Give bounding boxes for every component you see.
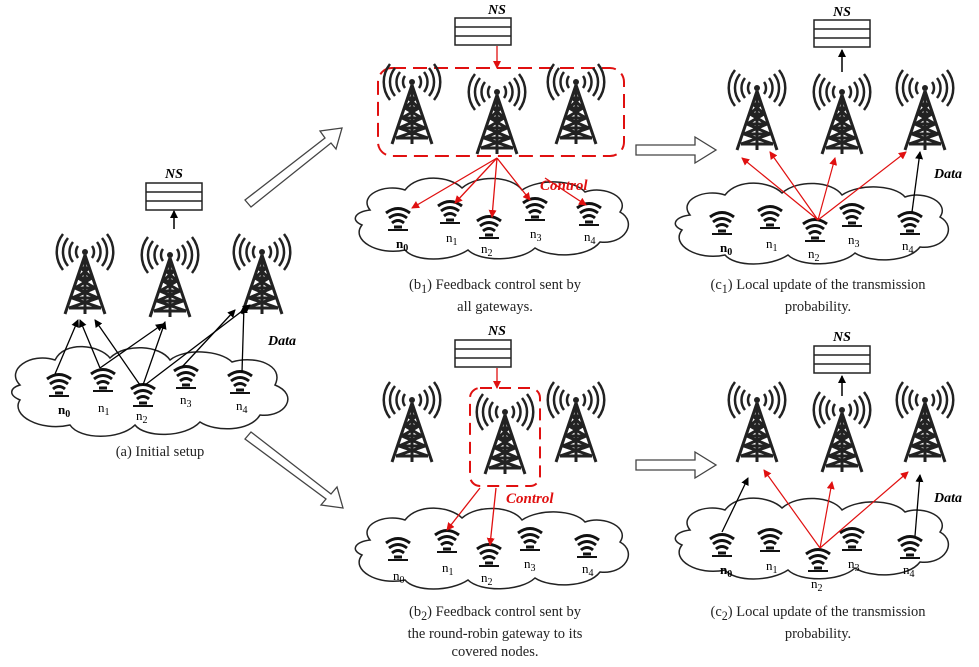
node-label-n1: n1	[442, 560, 454, 578]
control-arrows-b1	[411, 157, 587, 218]
update-arrows-c1	[741, 151, 907, 221]
data-arrows-a	[54, 304, 251, 386]
network-server-icon	[813, 19, 871, 48]
gateway-tower-icon	[475, 392, 535, 476]
data-label: Data	[933, 491, 962, 506]
ns-label: NS	[832, 5, 851, 20]
caption-b1: (b1) Feedback control sent by all gatewa…	[409, 277, 581, 315]
caption-c1: (c1) Local update of the transmission pr…	[710, 277, 926, 315]
node-label-n2: n2	[136, 408, 148, 426]
data-label: Data	[267, 334, 296, 349]
ns-label: NS	[164, 167, 183, 182]
gateway-group-highlight	[469, 387, 541, 487]
node-label-n4: n4	[236, 398, 248, 416]
panel-c1: NS n0 n1 n2 n3 n4 Data	[674, 5, 962, 265]
node-label-n4: n4	[584, 229, 596, 247]
gateway-tower-icon	[546, 62, 606, 146]
gateway-tower-icon	[812, 390, 872, 474]
gateway-tower-icon	[140, 235, 200, 319]
node-label-n0: n0	[393, 568, 405, 586]
control-label: Control	[540, 178, 588, 194]
node-label-n3: n3	[180, 392, 192, 410]
network-server-icon	[145, 182, 203, 211]
node-label-n3: n3	[848, 232, 860, 250]
cloud-b2	[354, 507, 630, 590]
data-label: Data	[933, 167, 962, 182]
node-label-n2: n2	[808, 246, 820, 264]
ns-label: NS	[832, 330, 851, 345]
node-label-n0: n0	[396, 236, 408, 254]
ns-label: NS	[487, 324, 506, 339]
cloud-b1	[354, 177, 630, 260]
network-server-icon	[454, 17, 512, 46]
node-label-n0: n0	[58, 402, 70, 420]
node-label-n1: n1	[446, 230, 458, 248]
gateway-tower-icon	[727, 68, 787, 152]
node-label-n3: n3	[524, 556, 536, 574]
panel-transition-arrows	[244, 127, 718, 509]
control-arrows-b2	[446, 487, 497, 546]
network-server-icon	[813, 345, 871, 374]
gateway-tower-icon	[232, 232, 292, 316]
gateway-tower-icon	[812, 72, 872, 156]
node-label-n0: n0	[720, 562, 732, 580]
control-label: Control	[506, 491, 554, 507]
gateway-tower-icon	[467, 72, 527, 156]
node-label-n0: n0	[720, 240, 732, 258]
gateway-group-highlight	[377, 67, 625, 157]
node-label-n4: n4	[582, 561, 594, 579]
cloud-c2	[674, 497, 950, 580]
node-label-n1: n1	[766, 236, 778, 254]
panel-c2: NS n0 n1 n2 n3 n4 Data	[674, 330, 962, 594]
node-label-n2: n2	[481, 241, 493, 259]
network-server-icon	[454, 339, 512, 368]
gateway-tower-icon	[727, 380, 787, 464]
gateway-tower-icon	[546, 380, 606, 464]
gateway-tower-icon	[895, 380, 955, 464]
node-label-n1: n1	[766, 558, 778, 576]
node-label-n2: n2	[811, 576, 823, 594]
node-label-n3: n3	[848, 556, 860, 574]
cloud-c1	[674, 182, 950, 265]
ns-label: NS	[487, 3, 506, 18]
update-arrows-c2	[763, 469, 909, 549]
node-label-n4: n4	[903, 562, 915, 580]
node-label-n4: n4	[902, 238, 914, 256]
caption-c2: (c2) Local update of the transmission pr…	[710, 604, 926, 642]
gateway-tower-icon	[895, 68, 955, 152]
caption-b2: (b2) Feedback control sent by the round-…	[407, 604, 583, 660]
node-label-n3: n3	[530, 226, 542, 244]
gateway-tower-icon	[55, 232, 115, 316]
panel-b1: NS n0 n1 n2 n3 n4 Control	[354, 3, 630, 260]
panel-b2: NS n0 n1 n2 n3 n4 Control	[354, 324, 630, 590]
node-label-n2: n2	[481, 570, 493, 588]
caption-a: (a) Initial setup	[60, 443, 260, 461]
caption-a-text: (a) Initial setup	[115, 444, 205, 460]
gateway-tower-icon	[382, 380, 442, 464]
node-label-n1: n1	[98, 400, 110, 418]
panel-a: NS n0 n1 n2 n3 n4 Data	[11, 167, 296, 437]
gateway-tower-icon	[382, 62, 442, 146]
